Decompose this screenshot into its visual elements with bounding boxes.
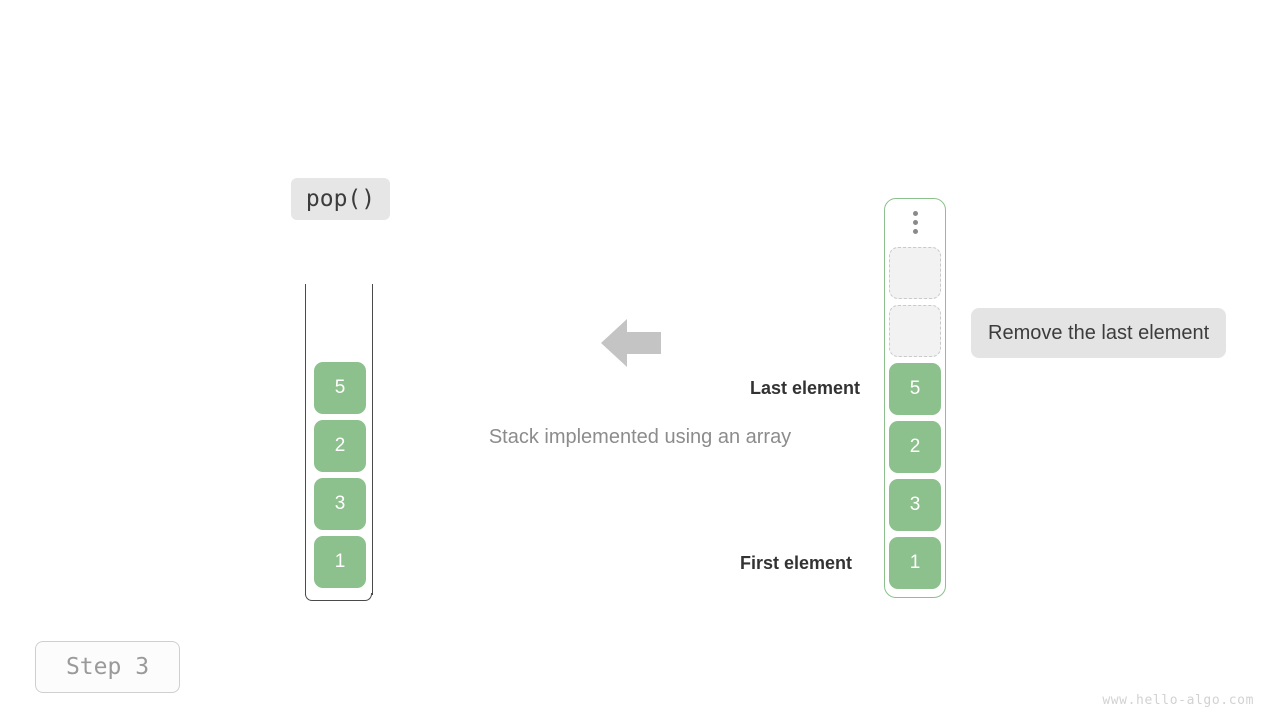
array-container: 5 2 3 1 — [884, 198, 946, 598]
stack-items: 5 2 3 1 — [314, 362, 366, 588]
label-first-element: First element — [739, 553, 852, 573]
stack-container: 5 2 3 1 — [305, 284, 374, 602]
array-cell: 3 — [889, 479, 941, 531]
caption-stack-implementation: Stack implemented using an array — [488, 426, 792, 448]
array-slot-empty — [889, 247, 941, 299]
stack-cell: 1 — [314, 536, 366, 588]
stack-wall-bottom — [305, 593, 373, 601]
label-last-element: Last element — [749, 378, 860, 398]
note-remove-last-element: Remove the last element — [971, 308, 1227, 358]
arrow-left-icon — [601, 317, 661, 369]
array-slot-empty — [889, 305, 941, 357]
step-badge: Step 3 — [35, 641, 180, 693]
stack-cell: 2 — [314, 420, 366, 472]
vertical-ellipsis-icon — [885, 211, 945, 234]
array-slots: 5 2 3 1 — [889, 247, 941, 589]
operation-label: pop() — [291, 178, 390, 220]
watermark: www.hello-algo.com — [1102, 693, 1254, 708]
array-cell: 5 — [889, 363, 941, 415]
stack-wall-right — [372, 284, 374, 595]
array-cell: 2 — [889, 421, 941, 473]
stack-cell: 3 — [314, 478, 366, 530]
stack-wall-left — [305, 284, 306, 595]
stack-cell: 5 — [314, 362, 366, 414]
array-cell: 1 — [889, 537, 941, 589]
